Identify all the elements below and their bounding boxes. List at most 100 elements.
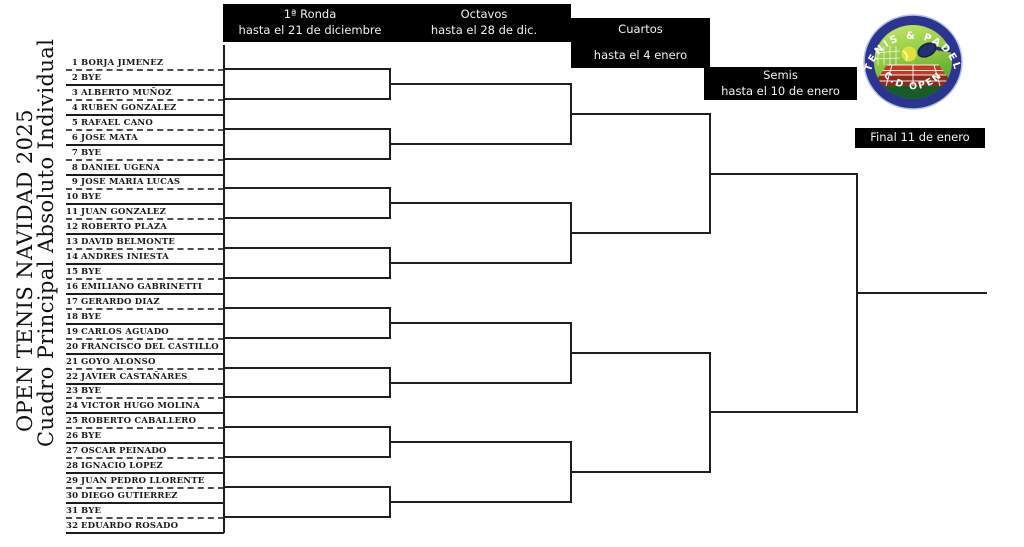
bracket-connector: [390, 381, 571, 384]
player-name: JUAN PEDRO LLORENTE: [81, 476, 205, 487]
bracket-connector: [710, 172, 857, 175]
player-seed: 17: [66, 296, 79, 307]
player-name: OSCAR PEINADO: [81, 446, 167, 457]
bracket-connector: [224, 426, 390, 429]
logo-racket: [917, 42, 952, 58]
ball-seam: [902, 50, 908, 62]
bracket-connector: [390, 500, 571, 503]
player-seed: 26: [66, 431, 79, 442]
bracket-connector: [224, 515, 390, 518]
bracket-connector: [224, 97, 390, 100]
player-seed: 5: [71, 117, 78, 128]
player-name: CARLOS AGUADO: [81, 326, 169, 337]
player-name: ROBERTO CABALLERO: [81, 416, 197, 427]
player-seed: 18: [66, 311, 79, 322]
bracket-connector: [224, 306, 390, 309]
player-seed: 22: [66, 371, 79, 382]
player-seed: 14: [66, 252, 79, 263]
bracket-connector: [710, 411, 857, 414]
player-seed: 30: [66, 490, 79, 501]
logo-tennis-court: [874, 64, 952, 87]
player-seed: 8: [71, 162, 78, 173]
player-name: RAFAEL CANO: [81, 117, 153, 128]
logo-net: [874, 46, 901, 65]
bracket-connector: [571, 112, 710, 115]
player-seed: 15: [66, 267, 79, 278]
logo-tennis-ball: [901, 46, 917, 62]
player-name: ROBERTO PLAZA: [81, 222, 168, 233]
bracket-connector: [390, 82, 571, 85]
tournament-subtitle: Cuadro Principal Absoluto Individual: [34, 38, 58, 447]
bracket-connector: [390, 142, 571, 145]
player-name: JAVIER CASTAÑARES: [81, 371, 188, 382]
player-name: FRANCISCO DEL CASTILLO: [81, 341, 219, 352]
bracket-connector: [224, 217, 390, 220]
bracket-connector: [224, 157, 390, 160]
player-seed: 3: [71, 87, 78, 98]
player-seed: 25: [66, 416, 79, 427]
bracket-connector: [857, 291, 987, 294]
bracket-connector: [224, 277, 390, 280]
player-name: BYE: [81, 431, 102, 442]
player-name: DIEGO GUTIERREZ: [81, 490, 178, 501]
player-name: BYE: [81, 267, 102, 278]
bracket-connector: [224, 336, 390, 339]
bracket-connector: [571, 232, 710, 235]
player-name: BYE: [81, 192, 102, 203]
player-seed: 9: [71, 177, 78, 188]
player-name: VICTOR HUGO MOLINA: [81, 401, 200, 412]
player-name: DAVID BELMONTE: [81, 237, 176, 248]
player-seed: 6: [71, 132, 78, 143]
player-name: BYE: [81, 72, 102, 83]
player-name: BORJA JIMENEZ: [81, 58, 164, 68]
player-name: JUAN GONZALEZ: [81, 207, 166, 218]
player-name: GERARDO DIAZ: [81, 296, 160, 307]
player-seed: 10: [66, 192, 79, 203]
player-seed: 4: [71, 102, 78, 113]
bracket-connector: [224, 68, 390, 70]
player-name: JOSE MARIA LUCAS: [81, 177, 181, 188]
bracket-connector: [571, 471, 710, 474]
club-logo: TENIS & PADEL C.D OPEN: [863, 14, 963, 110]
bracket-connector: [390, 441, 571, 444]
player-seed: 32: [66, 520, 79, 531]
player-name: IGNACIO LOPEZ: [81, 461, 163, 472]
bracket-connector: [224, 247, 390, 250]
bracket-connector: [390, 262, 571, 265]
bracket-connector: [224, 456, 390, 459]
round-name: Cuartos: [618, 22, 663, 36]
round-header-semis: Semis hasta el 10 de enero: [704, 67, 857, 100]
player-seed: 24: [66, 401, 79, 412]
round-name: Octavos: [460, 7, 508, 22]
player-seed: 31: [66, 505, 79, 516]
player-name: DANIEL UGENA: [81, 162, 161, 173]
player-seed: 13: [66, 237, 79, 248]
player-seed: 20: [66, 341, 79, 352]
player-seed: 1: [71, 58, 78, 68]
round-deadline: hasta el 28 de dic.: [430, 23, 538, 37]
round-header-ronda1: 1ª Ronda hasta el 21 de diciembre: [223, 4, 397, 42]
player-name: EDUARDO ROSADO: [81, 520, 179, 531]
player-seed: 23: [66, 386, 79, 397]
round-deadline: hasta el 4 enero: [593, 48, 688, 63]
player-seed: 12: [66, 222, 79, 233]
player-seed: 29: [66, 476, 79, 487]
round-deadline: hasta el 10 de enero: [721, 83, 840, 98]
player-seed: 11: [66, 207, 79, 218]
